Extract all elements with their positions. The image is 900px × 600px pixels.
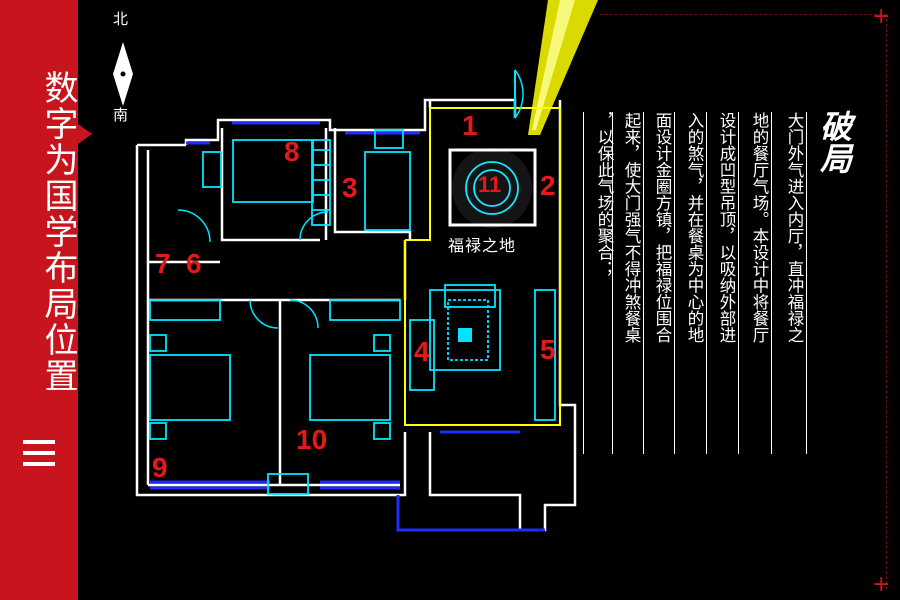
article-column: 设计成凹型吊顶，以吸纳外部进	[717, 112, 736, 343]
column-divider	[583, 112, 584, 454]
room-number: 8	[284, 136, 300, 167]
room-number: 11	[478, 172, 502, 197]
section-number	[23, 440, 55, 470]
article-column: 地的餐厅气场。本设计中将餐厅	[750, 112, 769, 343]
article-heading: 破局	[815, 110, 853, 174]
floor-plan	[135, 0, 598, 532]
sidebar-pointer	[78, 124, 92, 144]
column-divider	[612, 112, 613, 454]
compass: 北 南	[106, 8, 140, 124]
sidebar: 数字为国学布局位置	[0, 0, 78, 600]
sidebar-title: 数字为国学布局位置	[38, 70, 78, 394]
column-divider	[806, 112, 807, 454]
room-number: 4	[414, 336, 430, 367]
article-column: ，以保此气场的聚合；	[595, 112, 614, 277]
room-number: 9	[152, 452, 168, 483]
blessing-label: 福禄之地	[448, 236, 517, 255]
article-column: 起来，使大门强气不得冲煞餐桌	[622, 112, 641, 343]
compass-needle-icon	[113, 42, 133, 106]
light-beam	[528, 0, 598, 135]
column-divider	[674, 112, 675, 454]
column-divider	[771, 112, 772, 454]
room-number: 3	[342, 172, 358, 203]
article-column: 面设计金圈方镇，把福禄位围合	[653, 112, 672, 343]
article-column: 入的煞气，并在餐桌为中心的地	[685, 112, 704, 343]
compass-north: 北	[113, 10, 129, 28]
frame-corner-icon: +	[872, 572, 891, 597]
room-number: 5	[540, 334, 556, 365]
room-number: 2	[540, 170, 556, 201]
room-number: 7	[155, 248, 171, 279]
room-number: 6	[186, 248, 202, 279]
article-column: 大门外气进入内厅，直冲福禄之	[785, 112, 804, 343]
column-divider	[738, 112, 739, 454]
room-number: 10	[296, 424, 328, 455]
column-divider	[706, 112, 707, 454]
room-number: 1	[462, 110, 478, 141]
frame-corner-icon: +	[872, 4, 891, 29]
decorative-frame	[600, 14, 887, 589]
compass-south: 南	[113, 106, 129, 124]
column-divider	[643, 112, 644, 454]
